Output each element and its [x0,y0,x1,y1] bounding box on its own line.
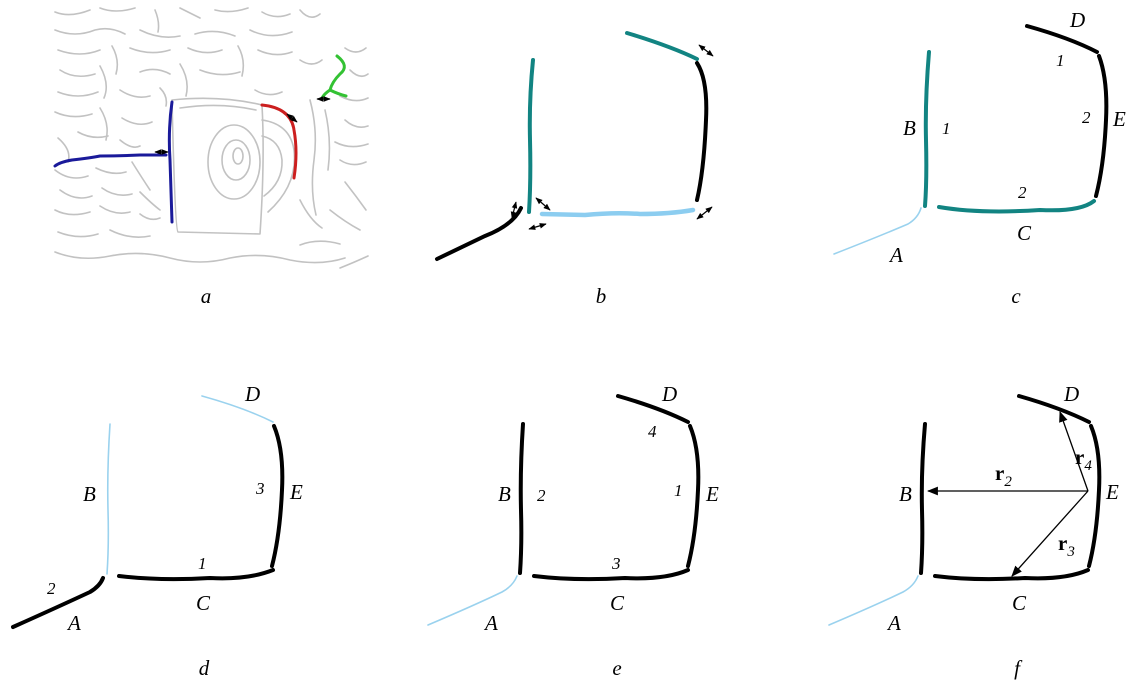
curve-d [1025,24,1099,54]
curve-b [106,423,111,575]
label-e: E [1112,107,1126,131]
vector-r3-arrow [1011,490,1089,577]
curve-a [427,575,518,626]
curve-c [937,199,1096,214]
label-e: E [1105,480,1119,504]
gap-arrow [696,206,713,220]
panel-caption: f [1014,656,1023,680]
label-c: C [1012,591,1027,615]
curve-e [686,424,701,568]
vector-r3-label: r3 [1058,531,1075,560]
panel-caption: b [596,284,607,308]
gap-arrow [286,113,298,123]
panel-caption: d [199,656,210,680]
curve-c [539,207,696,218]
curve-e [695,61,709,202]
curve-a [828,575,919,626]
panel-caption: a [201,284,212,308]
number-c: 1 [198,554,207,573]
number-b: 2 [537,486,546,505]
red-curve [260,103,298,180]
label-e: E [705,482,719,506]
number-c: 3 [611,554,621,573]
label-d: D [661,382,677,406]
label-a: A [888,243,903,267]
number-e: 2 [1082,108,1091,127]
panel-e: D 4 B 2 1 E 3 C A e [427,382,719,680]
number-e: 1 [674,481,683,500]
number-c: 2 [1018,183,1027,202]
curve-b [919,422,927,575]
vector-r4-arrow [1059,410,1089,492]
label-b: B [498,482,511,506]
label-c: C [610,591,625,615]
vector-r4-label: r4 [1075,445,1092,474]
curve-b [923,50,931,208]
curve-e [270,424,285,568]
edge-map-sketch [54,7,369,269]
gap-arrow [528,223,547,230]
curve-d [616,394,690,424]
label-b: B [83,482,96,506]
curve-b [527,58,535,214]
curve-e [1087,424,1102,568]
label-b: B [899,482,912,506]
panel-c: D 1 B 1 2 E 2 C A c [833,8,1126,308]
label-d: D [1063,382,1079,406]
vector-r2-label: r2 [995,461,1012,490]
number-b: 1 [942,119,951,138]
label-a: A [483,611,498,635]
curve-a [833,207,922,255]
label-b: B [903,116,916,140]
curve-d [1017,394,1091,424]
navy-curve-left [53,153,168,168]
number-d: 1 [1056,51,1065,70]
navy-curve-vertical [167,100,174,224]
label-c: C [1017,221,1032,245]
label-c: C [196,591,211,615]
curve-b [518,422,525,575]
curve-c [933,568,1090,582]
green-curve [320,54,348,100]
curve-e [1094,54,1109,198]
gap-arrow [698,44,714,57]
panel-b: b [435,31,714,308]
panel-a: a [53,7,369,308]
number-a: 2 [47,579,56,598]
curve-d [625,31,699,61]
label-d: D [1069,8,1085,32]
curve-a [435,206,523,261]
gap-arrow [510,201,518,219]
number-d: 4 [648,422,657,441]
curve-a [11,576,105,629]
label-d: D [244,382,260,406]
gap-arrow [535,197,551,211]
curve-c [117,568,275,582]
label-a: A [886,611,901,635]
curve-c [532,568,690,582]
panel-d: D B 3 E 1 2 C A d [11,382,303,680]
label-e: E [289,480,303,504]
panel-caption: c [1011,284,1021,308]
curve-d [201,395,274,423]
number-e: 3 [255,479,265,498]
panel-caption: e [612,656,621,680]
panel-f: D r4 r2 B E r3 C A f [828,382,1119,680]
label-a: A [66,611,81,635]
